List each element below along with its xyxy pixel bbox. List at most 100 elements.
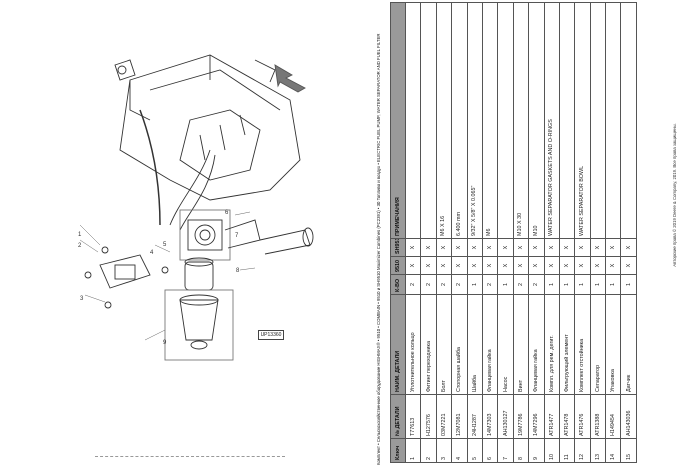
cell-part-number: ATR1478 [559, 394, 575, 439]
cell-key: 12 [574, 438, 591, 463]
cell-qty: 1 [605, 274, 621, 295]
cell-9510: X [605, 256, 621, 275]
column-header-part-name: НАИМ. ДЕТАЛИ [390, 294, 406, 395]
cell-part-number: ATR1476 [574, 394, 591, 439]
cell-part-name: Фланцевая гайка [528, 294, 545, 395]
cell-part-number: 14M7303 [482, 394, 498, 439]
cell-notes: 6.400 mm [451, 2, 468, 239]
cell-part-number: AH130127 [497, 394, 514, 439]
callout-label: 1 [78, 232, 82, 238]
cell-9510: X [559, 256, 575, 275]
cell-9510: X [513, 256, 529, 275]
cell-part-number: AH143036 [620, 394, 637, 439]
cell-notes [420, 2, 437, 239]
cell-notes: M10 X 30 [513, 2, 529, 239]
cell-part-number: T77613 [405, 394, 421, 439]
cell-sh9510: X [467, 238, 483, 257]
cell-part-number: 24H1287 [467, 394, 483, 439]
cell-qty: 2 [420, 274, 437, 295]
cell-qty: 1 [620, 274, 637, 295]
cell-notes [497, 2, 514, 239]
cell-part-name: Стопорная шайба [451, 294, 468, 395]
cell-key: 10 [544, 438, 560, 463]
cell-part-name: Упаковка [605, 294, 621, 395]
cell-9510: X [544, 256, 560, 275]
figure-code: UP13360 [258, 330, 284, 340]
cell-part-name: Компл. для рем. дегит. [544, 294, 560, 395]
cell-part-name: Уплотнительное кольцо [405, 294, 421, 395]
cell-notes [405, 2, 421, 239]
callout-label: 8 [236, 268, 240, 274]
cell-sh9510: X [559, 238, 575, 257]
callout-label: 7 [235, 233, 239, 239]
cell-part-number: ATR1477 [544, 394, 560, 439]
cell-9510: X [420, 256, 437, 275]
cell-part-name: Фитинг переходника [420, 294, 437, 395]
cell-9510: X [451, 256, 468, 275]
cell-9510: X [574, 256, 591, 275]
cell-part-number: H127576 [420, 394, 437, 439]
cell-qty: 1 [590, 274, 606, 295]
column-header-sh9510: SH9510 [390, 238, 406, 257]
cell-qty: 1 [559, 274, 575, 295]
cell-notes [590, 2, 606, 239]
exploded-parts-diagram [60, 40, 370, 370]
cell-key: 13 [590, 438, 606, 463]
cell-notes: M10 [528, 2, 545, 239]
cell-9510: X [620, 256, 637, 275]
divider [95, 456, 285, 457]
cell-9510: X [482, 256, 498, 275]
cell-notes: WATER SEPARATOR BOWL [574, 2, 591, 239]
cell-key: 5 [467, 438, 483, 463]
cell-part-name: Шайба [467, 294, 483, 395]
cell-part-number: H149454 [605, 394, 621, 439]
cell-key: 7 [497, 438, 514, 463]
cell-part-name: Болт [436, 294, 452, 395]
cell-notes [559, 2, 575, 239]
cell-key: 8 [513, 438, 529, 463]
cell-part-name: Насос [497, 294, 514, 395]
cell-9510: X [590, 256, 606, 275]
cell-notes: WATER SEPARATOR GASKETS AND O-RINGS [544, 2, 560, 239]
column-header-9510: 9510 [390, 256, 406, 275]
callout-label: 5 [163, 242, 167, 248]
cell-sh9510: X [482, 238, 498, 257]
callout-label: 9 [163, 340, 167, 346]
cell-key: 15 [620, 438, 637, 463]
cell-key: 2 [420, 438, 437, 463]
column-header-key: Ключ [390, 438, 406, 463]
cell-qty: 2 [405, 274, 421, 295]
cell-9510: X [436, 256, 452, 275]
parts-table-panel: Комплект • Сельскохозяйственное оборудов… [376, 0, 700, 465]
cell-part-name: Винт [513, 294, 529, 395]
copyright-text: Авторские права © 2019 Deere & Company, … [672, 123, 677, 267]
cell-sh9510: X [513, 238, 529, 257]
cell-sh9510: X [497, 238, 514, 257]
cell-9510: X [497, 256, 514, 275]
document-header: Комплект • Сельскохозяйственное оборудов… [376, 33, 381, 465]
cell-qty: 1 [544, 274, 560, 295]
callout-label: 3 [80, 296, 84, 302]
cell-key: 14 [605, 438, 621, 463]
cell-key: 6 [482, 438, 498, 463]
fuel-system-drawing [79, 54, 314, 361]
cell-part-number: 19M7786 [513, 394, 529, 439]
cell-part-number: 03M7221 [436, 394, 452, 439]
cell-part-number: ATR1388 [590, 394, 606, 439]
cell-9510: X [528, 256, 545, 275]
cell-qty: 1 [467, 274, 483, 295]
cell-sh9510: X [528, 238, 545, 257]
cell-qty: 2 [482, 274, 498, 295]
cell-part-name: Фланцевая гайка [482, 294, 498, 395]
cell-part-number: 14M7296 [528, 394, 545, 439]
callout-label: 6 [225, 210, 229, 216]
